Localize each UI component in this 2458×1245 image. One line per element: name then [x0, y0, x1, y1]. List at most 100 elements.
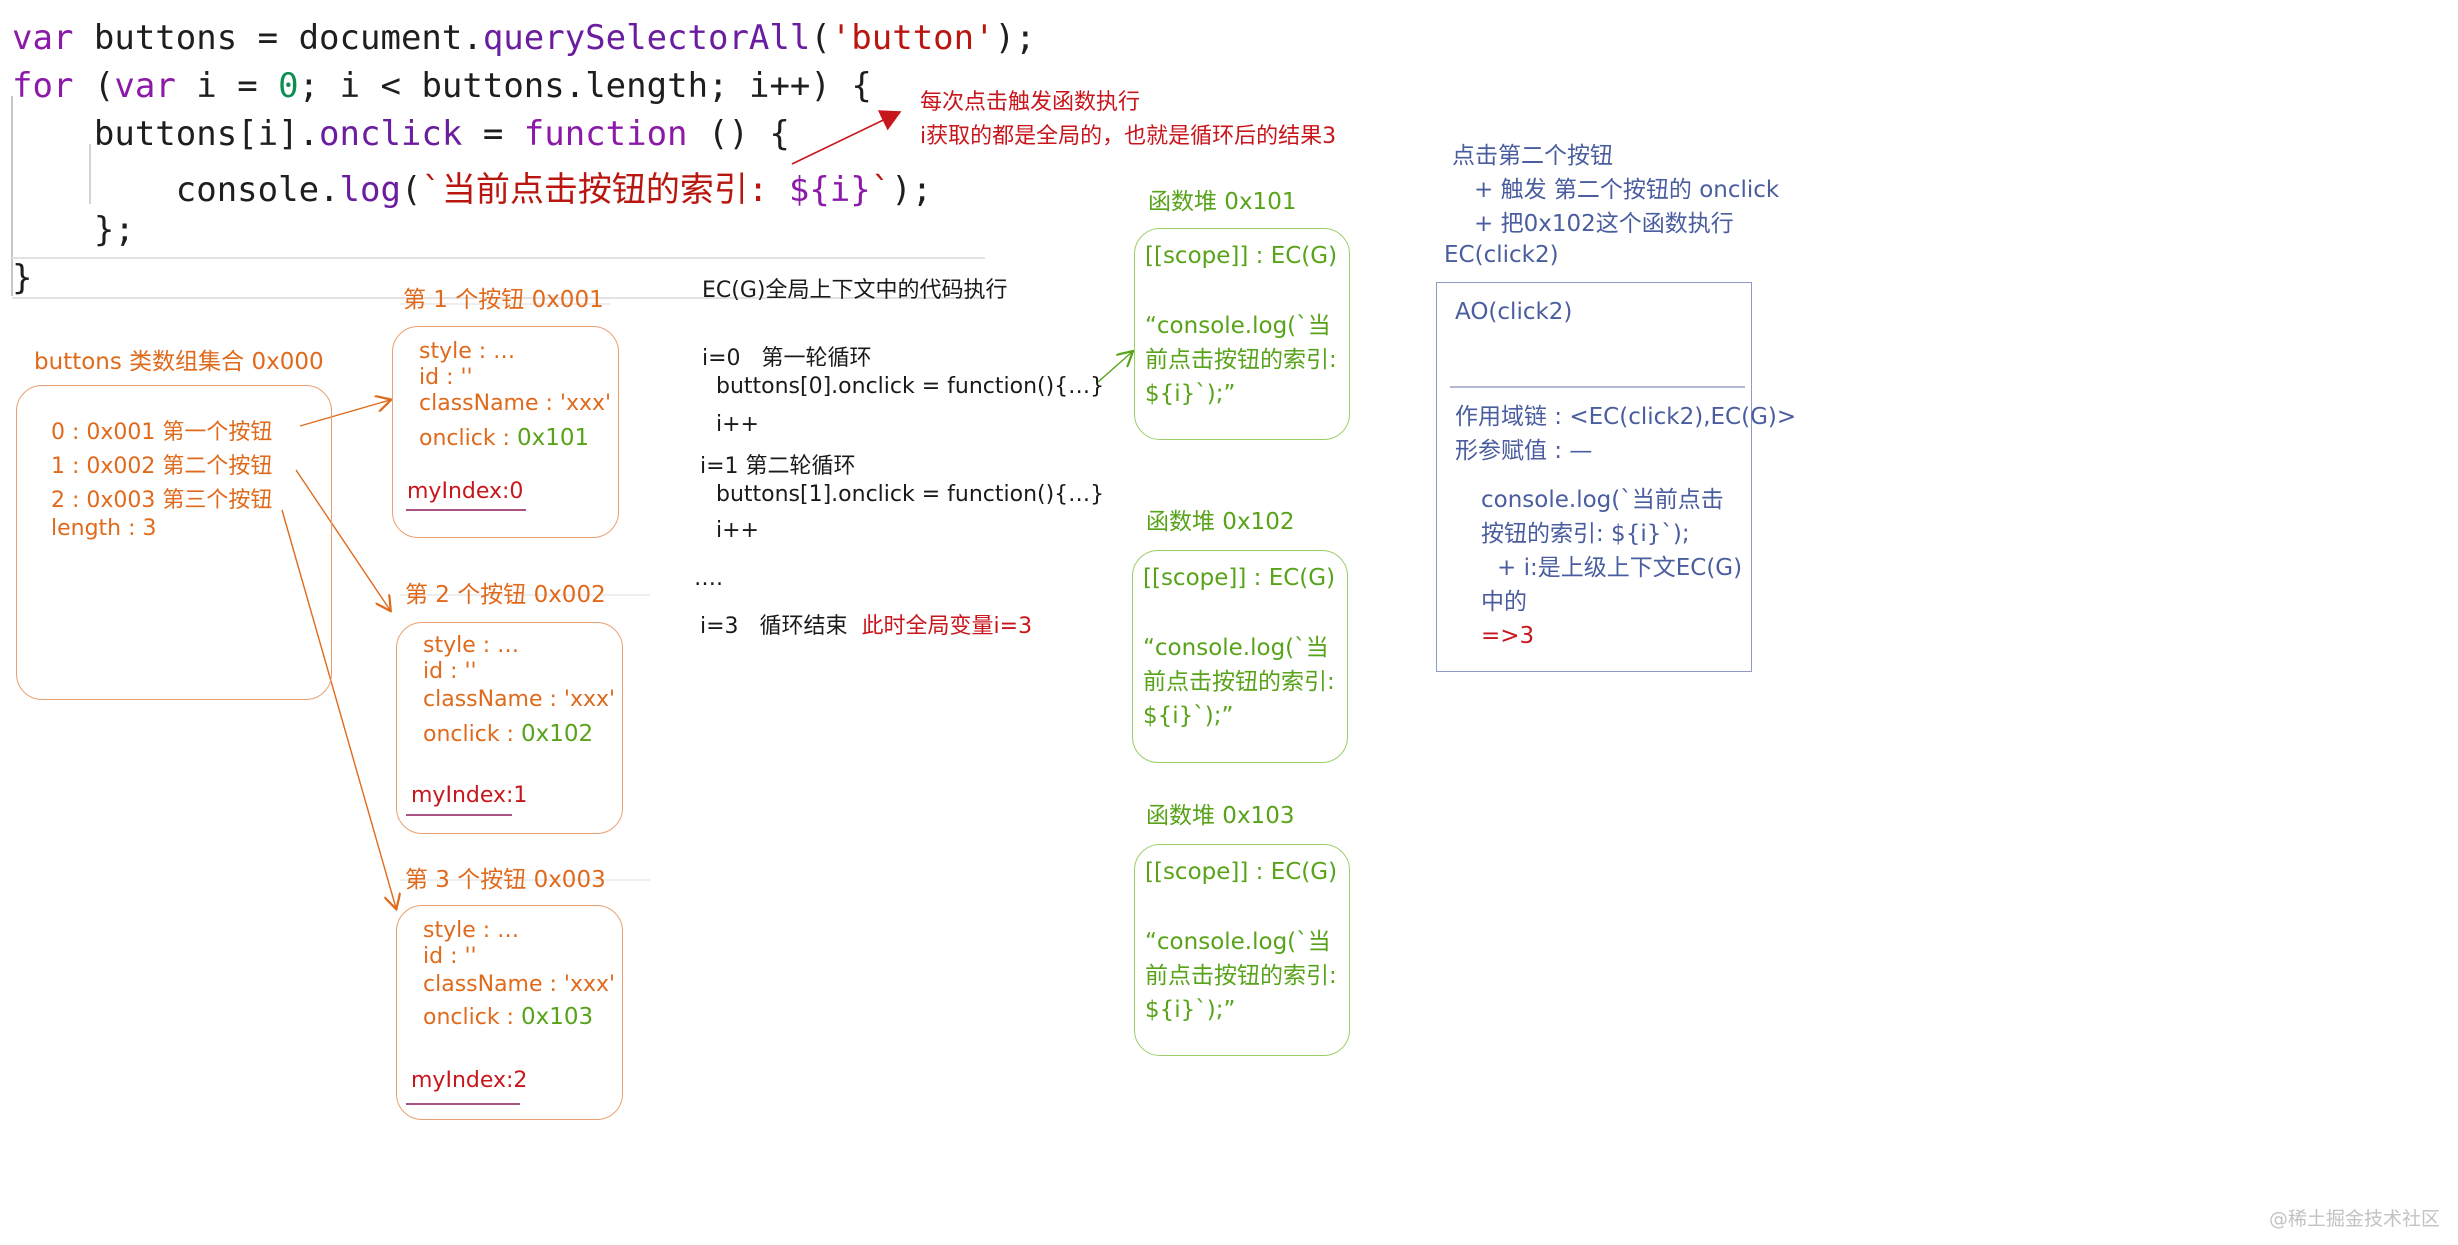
code-token: (: [810, 18, 831, 58]
button-3-title: 第 3 个按钮 0x003: [405, 867, 606, 893]
button-id-prop: id : '': [419, 365, 473, 390]
heap-body: “console.log(`当前点击按钮的索引: ${i}`);”: [1145, 313, 1337, 407]
ecg-line: buttons[1].onclick = function(){…}: [702, 482, 1105, 507]
button-classname-prop: className : 'xxx': [423, 972, 616, 997]
button-onclick-prop: onclick : 0x103: [423, 1004, 593, 1030]
ecg-line: i=0 第一轮循环: [702, 346, 872, 371]
collection-length: length : 3: [51, 516, 157, 541]
heap-3-box: [[scope]] : EC(G) “console.log(`当前点击按钮的索…: [1134, 844, 1350, 1056]
code-token: `: [870, 170, 892, 210]
onclick-label: onclick :: [423, 1005, 521, 1030]
heap-body: “console.log(`当前点击按钮的索引: ${i}`);”: [1143, 635, 1335, 729]
code-token: (: [73, 66, 115, 106]
watermark: @稀土掘金技术社区: [2268, 1208, 2440, 1230]
onclick-value: 0x101: [516, 425, 590, 451]
button-3-box: style : … id : '' className : 'xxx' oncl…: [396, 905, 623, 1120]
code-token: () {: [687, 114, 790, 154]
arrow-item-0: [299, 400, 390, 427]
ecg-line: ….: [694, 566, 723, 591]
annotation-arrow: [791, 110, 902, 165]
button-id-prop: id : '': [423, 944, 477, 969]
click-step: + 触发 第二个按钮的 onclick: [1474, 177, 1780, 203]
code-token: console.: [12, 170, 340, 210]
button-myindex: myIndex:1: [411, 783, 528, 808]
ecg-line: buttons[0].onclick = function(){…}: [702, 374, 1105, 399]
code-token: var: [114, 66, 176, 106]
code-token: );: [891, 170, 933, 210]
onclick-label: onclick :: [423, 722, 521, 747]
code-token: var: [12, 18, 74, 58]
heap-2-title: 函数堆 0x102: [1146, 509, 1295, 535]
button-1-box: style : … id : '' className : 'xxx' oncl…: [392, 326, 619, 538]
annotation-line-2: i获取的都是全局的，也就是循环后的结果3: [920, 124, 1337, 149]
heap-scope: [[scope]] : EC(G): [1145, 243, 1338, 269]
code-line-6: }: [12, 258, 33, 298]
button-id-prop: id : '': [423, 659, 477, 684]
ecg-loop-end: i=3 循环结束此时全局变量i=3: [700, 608, 1032, 640]
collection-item: 0 : 0x001 第一个按钮: [51, 420, 273, 445]
annotation-line-1: 每次点击触发函数执行: [920, 90, 1141, 115]
ec-result: =>3: [1481, 623, 1535, 649]
code-token: ${i}: [788, 170, 871, 210]
ec-note: + i:是上级上下文EC(G)中的: [1481, 555, 1743, 615]
code-token: 0: [278, 66, 299, 106]
arrow-item-1: [295, 469, 390, 610]
code-token: `当前点击按钮的索引:: [421, 170, 789, 210]
code-token: );: [994, 18, 1036, 58]
code-line-3: buttons[i].onclick = function () {: [12, 114, 790, 154]
button-myindex: myIndex:2: [411, 1068, 528, 1093]
ec-click2-title: EC(click2): [1444, 242, 1559, 268]
collection-title: buttons 类数组集合 0x000: [34, 349, 324, 375]
code-token: for: [12, 66, 74, 106]
ecg-line: i=3 循环结束: [700, 614, 848, 639]
onclick-value: 0x102: [520, 721, 594, 747]
heap-1-title: 函数堆 0x101: [1148, 189, 1297, 215]
button-style-prop: style : …: [419, 339, 516, 364]
heap-2-box: [[scope]] : EC(G) “console.log(`当前点击按钮的索…: [1132, 550, 1348, 763]
heap-1-box: [[scope]] : EC(G) “console.log(`当前点击按钮的索…: [1134, 228, 1350, 440]
ecg-line: i++: [702, 518, 759, 543]
click-step: + 把0x102这个函数执行: [1474, 211, 1734, 237]
ec-code: console.log(`当前点击按钮的索引: ${i}`);: [1481, 487, 1724, 547]
button-2-box: style : … id : '' className : 'xxx' oncl…: [396, 622, 623, 834]
code-token: =: [462, 114, 524, 154]
code-token: (: [400, 170, 422, 210]
button-classname-prop: className : 'xxx': [423, 687, 616, 712]
button-style-prop: style : …: [423, 633, 520, 658]
ecg-end-note: 此时全局变量i=3: [861, 614, 1033, 639]
onclick-label: onclick :: [419, 426, 517, 451]
click-title: 点击第二个按钮: [1452, 143, 1613, 169]
code-line-4: console.log(`当前点击按钮的索引: ${i}`);: [12, 162, 932, 211]
heap-body: “console.log(`当前点击按钮的索引: ${i}`);”: [1145, 929, 1337, 1023]
scope-chain: 作用域链 : <EC(click2),EC(G)>: [1455, 404, 1797, 430]
code-token: i =: [175, 66, 279, 106]
button-onclick-prop: onclick : 0x101: [419, 425, 589, 451]
code-token: 'button': [830, 18, 995, 58]
arrow-item-2: [281, 509, 396, 908]
ao-label: AO(click2): [1455, 299, 1573, 325]
button-style-prop: style : …: [423, 918, 520, 943]
collection-item: 1 : 0x002 第二个按钮: [51, 454, 273, 479]
code-token: onclick: [319, 114, 463, 154]
arrow-to-heap: [1097, 352, 1132, 383]
heap-3-title: 函数堆 0x103: [1146, 803, 1295, 829]
code-line-5: };: [12, 210, 135, 250]
onclick-value: 0x103: [520, 1004, 594, 1030]
button-1-title: 第 1 个按钮 0x001: [403, 287, 604, 313]
code-token: log: [339, 170, 401, 210]
ecg-line: i=1 第二轮循环: [700, 454, 856, 479]
button-onclick-prop: onclick : 0x102: [423, 721, 593, 747]
code-token: ; i < buttons.length; i++) {: [298, 66, 872, 106]
collection-item: 2 : 0x003 第三个按钮: [51, 488, 273, 513]
button-classname-prop: className : 'xxx': [419, 391, 612, 416]
collection-box: 0 : 0x001 第一个按钮 1 : 0x002 第二个按钮 2 : 0x00…: [16, 385, 332, 700]
ecg-line: i++: [702, 412, 759, 437]
ec-click2-box: AO(click2) 作用域链 : <EC(click2),EC(G)> 形参赋…: [1436, 282, 1796, 672]
button-myindex: myIndex:0: [407, 479, 524, 504]
heap-scope: [[scope]] : EC(G): [1145, 859, 1338, 885]
heap-scope: [[scope]] : EC(G): [1143, 565, 1336, 591]
code-token: function: [523, 114, 688, 154]
code-token: buttons[i].: [12, 114, 320, 154]
code-line-1: var buttons = document.querySelectorAll(…: [12, 18, 1036, 58]
